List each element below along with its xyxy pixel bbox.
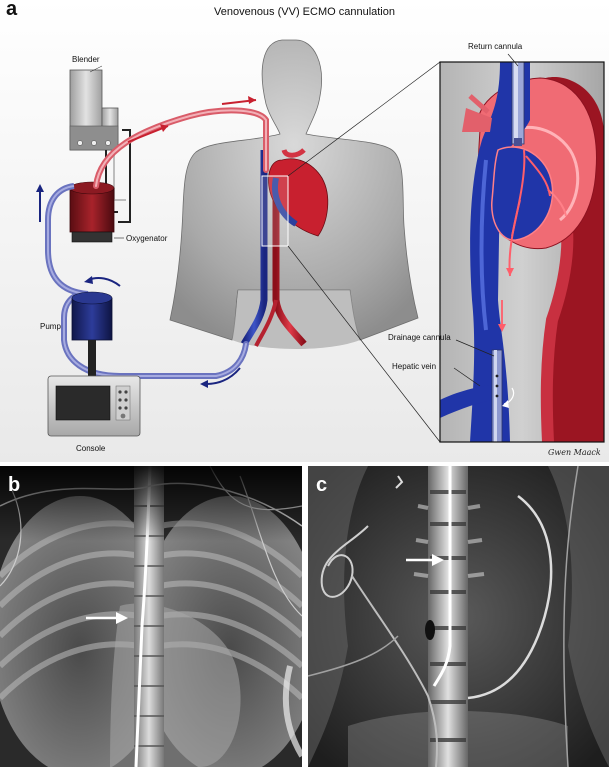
oxygenator-device — [70, 182, 114, 242]
xray-chest-image — [0, 466, 302, 767]
illustrator-signature: Gwen Maack — [548, 448, 601, 457]
label-blender: Blender — [72, 55, 100, 64]
panel-a-illustration — [0, 0, 609, 462]
panel-b: b — [0, 466, 302, 767]
label-hepatic-vein: Hepatic vein — [392, 362, 436, 371]
label-console: Console — [76, 444, 105, 453]
console-device — [48, 376, 140, 436]
label-oxygenator: Oxygenator — [126, 234, 167, 243]
inset-heart-detail — [440, 62, 604, 442]
panel-a-title: Venovenous (VV) ECMO cannulation — [0, 6, 609, 18]
panel-a: a Venovenous (VV) ECMO cannulation Blend… — [0, 0, 609, 462]
panel-c: c — [308, 466, 609, 767]
xray-abdomen-image — [308, 466, 609, 767]
panel-b-letter: b — [8, 474, 20, 497]
label-return-cannula: Return cannula — [468, 42, 522, 51]
label-pump: Pump — [40, 322, 61, 331]
label-drainage-cannula: Drainage cannula — [388, 333, 451, 342]
zoom-box — [262, 176, 288, 246]
panel-c-letter: c — [316, 474, 327, 497]
